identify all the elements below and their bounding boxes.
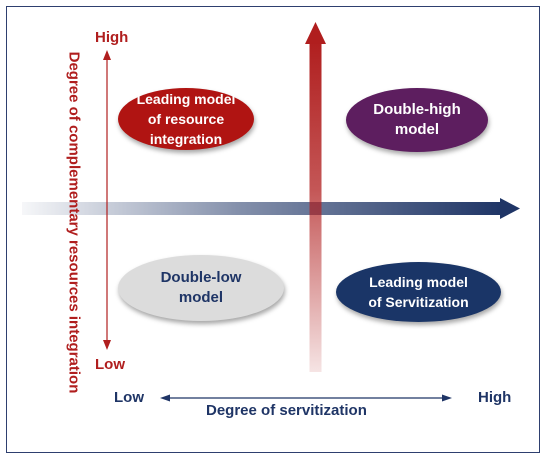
diagram-frame [6,6,540,453]
quadrant-double-low-label: Double-low model [160,269,242,306]
y-scale-arrow [103,50,111,350]
quadrant-resource-integration-ellipse: Leading model of resource integration [118,88,254,150]
x-axis-high-label: High [478,389,512,406]
quadrant-double-high-ellipse: Double-high model [346,88,488,152]
quadrant-resource-integration-label: Leading model of resource integration [136,91,236,147]
x-axis-title: Degree of servitization [206,402,367,419]
quadrant-double-high-label: Double-high model [373,101,461,138]
y-axis-title: Degree of complementary resources integr… [65,51,83,394]
x-axis-low-label: Low [114,389,144,406]
y-axis-high-label: High [95,29,129,46]
x-scale-arrow [160,394,452,402]
quadrant-double-low-ellipse: Double-low model [118,255,284,321]
quadrant-servitization-ellipse: Leading model of Servitization [336,262,501,322]
y-axis-low-label: Low [95,356,125,373]
vertical-axis-arrow [305,22,326,372]
horizontal-axis-arrow [22,198,520,219]
quadrant-servitization-label: Leading model of Servitization [368,274,469,310]
